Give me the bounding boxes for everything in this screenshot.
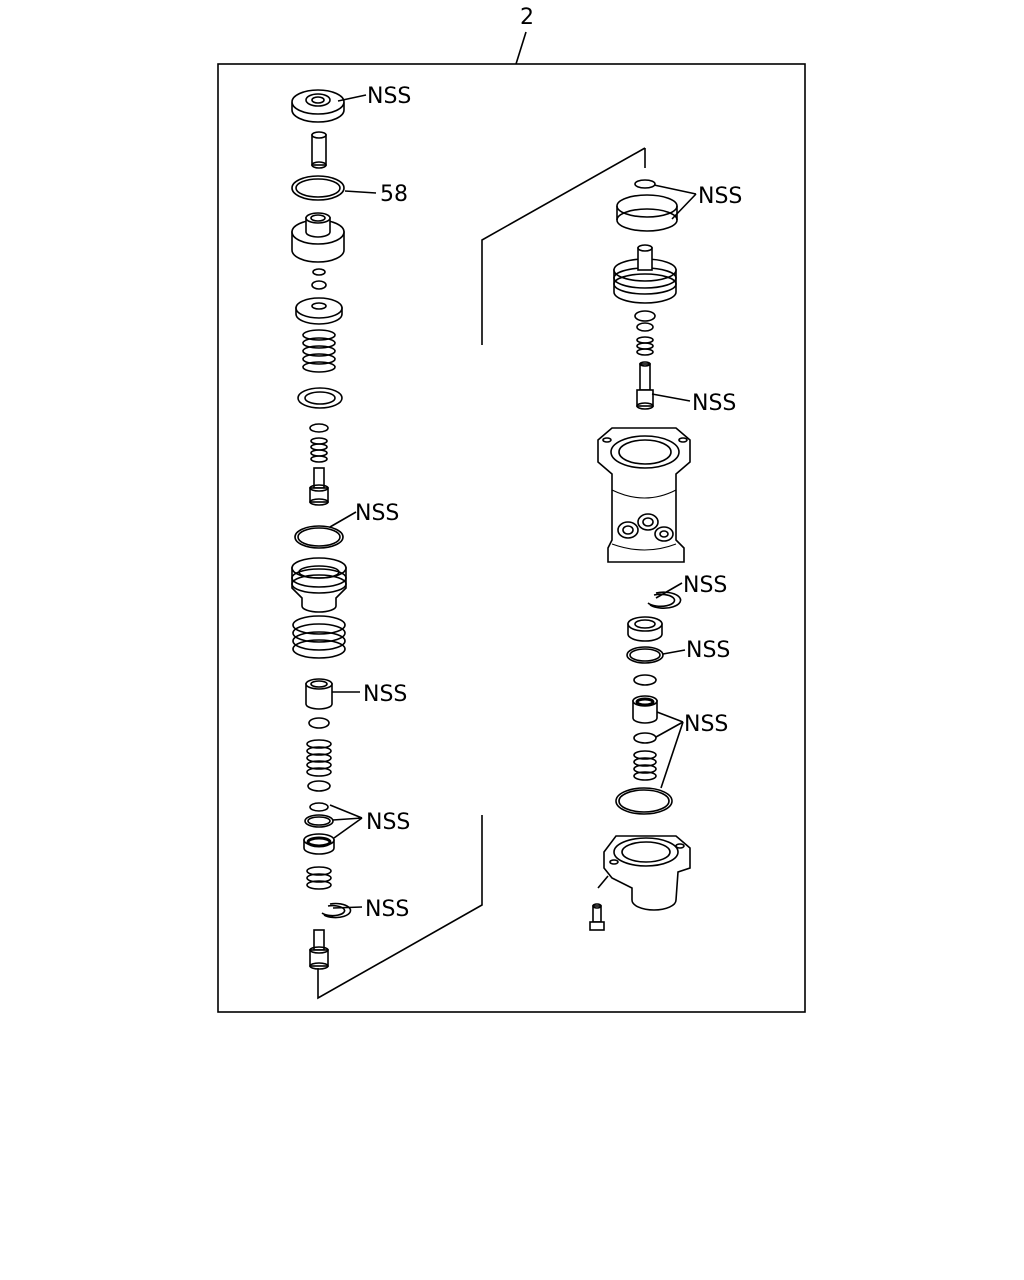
seal-ring-medium xyxy=(304,814,334,828)
large-spring-part xyxy=(302,329,336,373)
assembly-frame xyxy=(217,63,806,1013)
small-spring-part xyxy=(310,437,328,463)
right-column-parts xyxy=(589,179,691,931)
left-column-parts xyxy=(291,89,352,970)
retainer-part xyxy=(295,297,343,325)
valve-housing-part xyxy=(597,427,691,563)
small-washer xyxy=(307,780,331,792)
right-bushing-part xyxy=(627,616,663,642)
right-top-band-part xyxy=(616,194,678,232)
small-washer xyxy=(311,280,327,290)
right-top-small-ring xyxy=(634,179,656,189)
middle-spring-part xyxy=(306,739,332,777)
right-oring-part xyxy=(626,646,664,664)
piston-body-part xyxy=(291,212,345,263)
lower-spring-part xyxy=(306,866,332,890)
right-sleeve-part xyxy=(632,695,658,724)
right-clip-part xyxy=(647,591,682,609)
callout-label-right-top-rings: NSS xyxy=(698,184,742,209)
snap-ring-part xyxy=(291,175,345,201)
sleeve-part xyxy=(305,678,333,710)
callout-leaders xyxy=(329,94,697,909)
top-cap-part xyxy=(291,89,345,123)
small-ring xyxy=(309,423,329,433)
right-lower-spring xyxy=(633,750,657,781)
right-piston-part xyxy=(613,244,677,304)
right-small-spring xyxy=(636,336,654,356)
seal-ring-small xyxy=(309,802,329,812)
seal-cup-part xyxy=(303,833,335,855)
callout-label-right-clip: NSS xyxy=(683,573,727,598)
small-washer xyxy=(312,268,326,276)
bottom-plunger-part xyxy=(309,929,329,970)
callout-label-right-lower-seals: NSS xyxy=(684,712,728,737)
valve-stem-part xyxy=(309,467,329,506)
callout-label-left-clip: NSS xyxy=(365,897,409,922)
connector-line-upper xyxy=(481,147,646,345)
left-oring-part xyxy=(294,525,344,549)
right-stem-part xyxy=(636,361,654,410)
callout-label-right-stem: NSS xyxy=(692,391,736,416)
callout-label-left-oring: NSS xyxy=(355,501,399,526)
callout-label-left-sleeve: NSS xyxy=(363,682,407,707)
small-washer xyxy=(636,322,654,332)
small-ring xyxy=(633,674,657,686)
callout-label-top-cap: NSS xyxy=(367,84,411,109)
grooved-piston-part xyxy=(291,557,347,613)
callout-label-right-oring: NSS xyxy=(686,638,730,663)
callout-label-left-seals: NSS xyxy=(366,810,410,835)
small-ring xyxy=(308,717,330,729)
right-small-seal xyxy=(633,732,657,744)
pin-part xyxy=(311,131,327,169)
lower-housing-part xyxy=(597,835,691,911)
callout-label-snap-ring: 58 xyxy=(380,182,408,207)
small-washer xyxy=(634,310,656,322)
connector-line-lower xyxy=(317,815,483,1000)
big-spring-part xyxy=(292,615,346,659)
assembly-number-label: 2 xyxy=(520,5,534,30)
right-large-oring xyxy=(615,787,673,815)
left-clip-part xyxy=(321,902,352,919)
flat-washer-part xyxy=(297,387,343,409)
assembly-leader-line xyxy=(515,31,527,65)
bolt-part xyxy=(589,903,605,931)
